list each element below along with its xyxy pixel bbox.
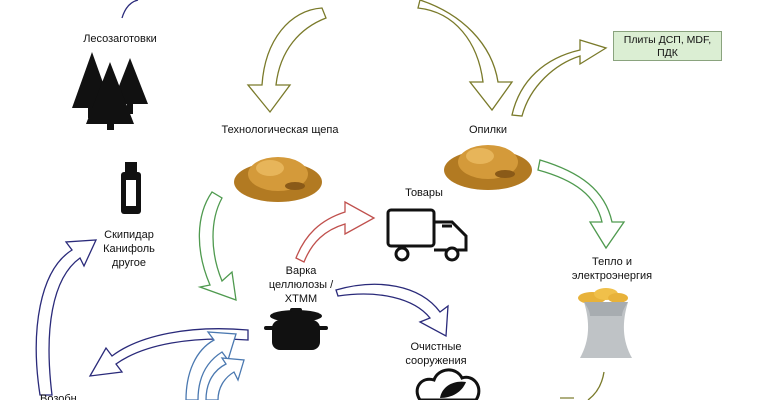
cooling-tower-icon [578,288,632,358]
label-pulping: Варка целлюлозы / ХТММ [268,265,334,305]
arrow-to-goods [295,200,376,263]
arrow-chips-to-pulping [197,191,237,301]
label-goods: Товары [405,187,443,199]
truck-icon [386,208,468,262]
label-partial-left: Возобн [40,393,77,400]
label-chips: Технологическая щепа [221,124,339,136]
cooking-pot-icon [264,308,328,350]
bottle-icon [121,162,141,214]
boards-box: Плиты ДСП, MDF, ПДК [613,31,722,61]
arrow-blue-2 [205,357,245,400]
arrow-energy-bottom [587,371,605,400]
label-sawdust: Опилки [468,124,508,136]
label-treatment: Очистные сооружения [405,341,467,367]
forest-icon [72,52,148,130]
arrow-to-byproducts [35,239,98,396]
label-energy: Тепло и электроэнергия [571,256,653,282]
wood-chips-pile-icon [234,157,322,202]
arrow-blue-1 [185,331,237,400]
arrow-top-navy [121,0,139,19]
label-byproducts: Скипидар Канифоль другое [103,229,155,269]
arrow-to-boards [511,39,608,117]
sawdust-pile-icon [444,145,532,190]
arrow-to-chips [246,7,327,114]
arrow-to-sawdust [417,0,514,112]
cloud-leaf-icon [415,368,481,400]
arrow-to-energy [537,159,626,250]
arrow-to-treatment [335,283,449,338]
label-logging: Лесозаготовки [83,33,157,45]
